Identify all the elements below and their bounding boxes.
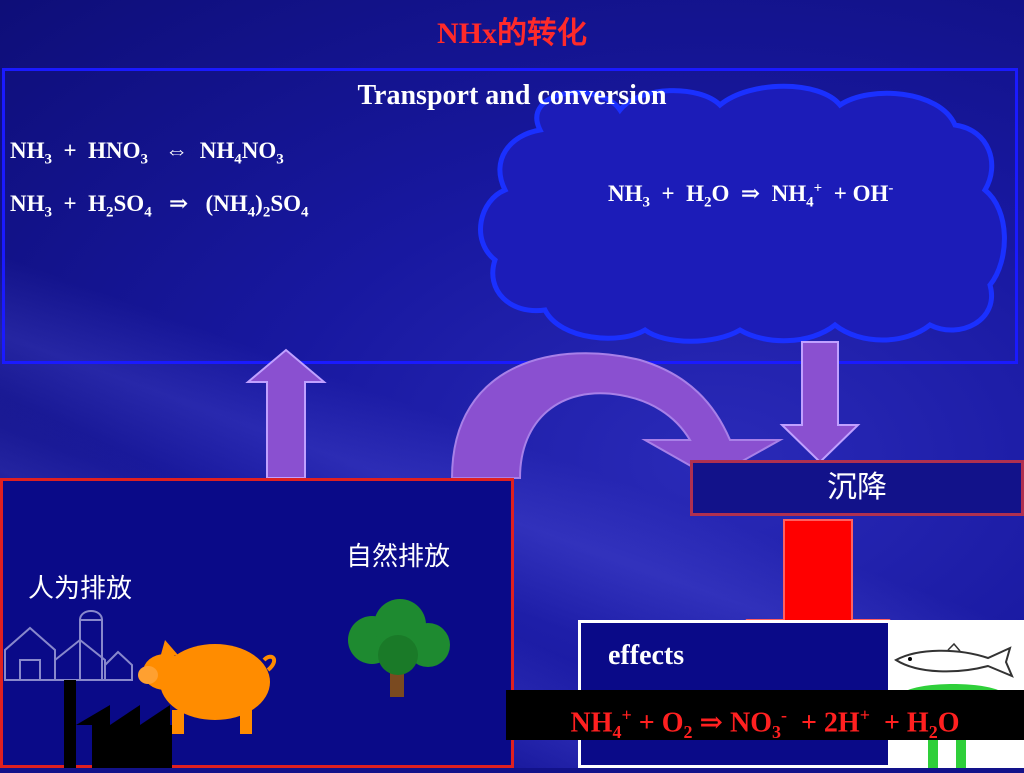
human-emission-label: 人为排放 xyxy=(28,574,133,603)
equation-h2so4: NH3 + H2SO4 ⇒ (NH4)2SO4 xyxy=(10,191,309,221)
deposition-label: 沉降 xyxy=(827,471,887,504)
transport-frame xyxy=(2,68,1018,364)
natural-emission-label: 自然排放 xyxy=(346,542,451,571)
effects-label: effects xyxy=(608,640,685,671)
equation-hno3: NH3 + HNO3 ⇔ NH4NO3 xyxy=(10,138,284,168)
transport-title: Transport and conversion xyxy=(357,80,667,111)
cloud-shape xyxy=(478,83,1007,344)
up-arrow xyxy=(245,348,327,479)
factory-icon xyxy=(64,680,172,768)
page-title: NHx的转化 xyxy=(437,17,587,50)
deposition-box: 沉降 xyxy=(690,460,1024,516)
down-arrow-cloud xyxy=(779,341,861,464)
tree-icon xyxy=(348,599,450,697)
barn-icon xyxy=(4,610,133,681)
equation-cloud: NH3 + H2O ⇒ NH4+ + OH- xyxy=(608,180,894,211)
pig-icon xyxy=(138,640,277,734)
effects-equation: NH4+ + O2 ⇒ NO3- + 2H+ + H2O xyxy=(506,690,1024,742)
curved-arrow xyxy=(450,352,784,480)
